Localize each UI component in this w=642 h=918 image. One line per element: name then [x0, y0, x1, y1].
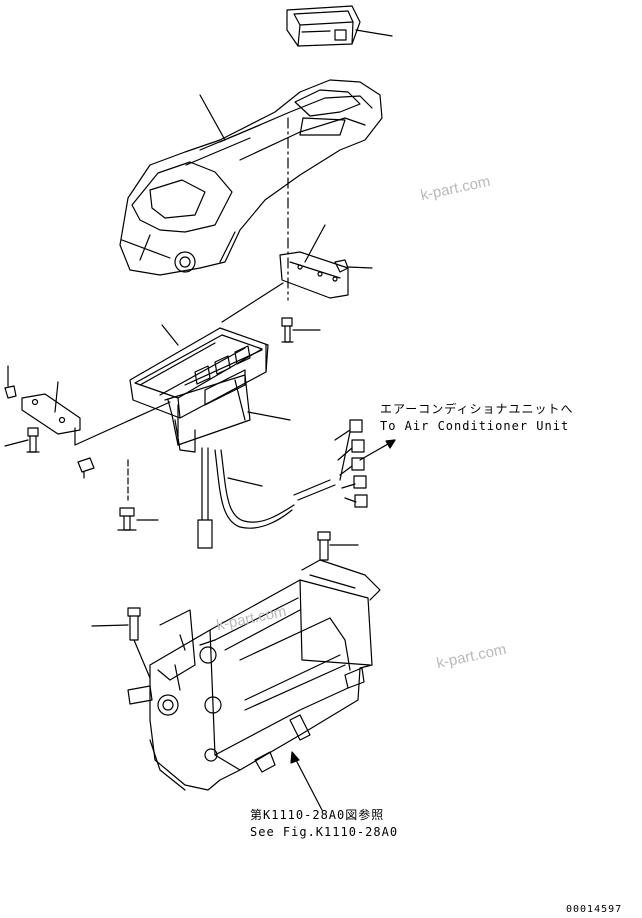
- seefig-label-jp: 第K1110-28A0図参照: [250, 808, 385, 822]
- aircon-label-jp: エアーコンディショナユニットへ: [380, 402, 574, 416]
- assembly-line: [221, 282, 284, 323]
- bracket-right: [279, 251, 349, 299]
- leader-line-cup-holder: [355, 29, 393, 37]
- console-frame: [127, 559, 381, 791]
- arrow-seefig: [290, 751, 323, 811]
- console-cover: [119, 79, 383, 276]
- seefig-label-en: See Fig.K1110-28A0: [250, 825, 399, 839]
- serial-number: 00014597: [566, 904, 623, 915]
- control-panel: [129, 327, 269, 419]
- connector-group: [334, 419, 368, 508]
- clip-right: [334, 259, 349, 273]
- leader-line-bracket-right: [304, 224, 326, 263]
- aircon-label-en: To Air Conditioner Unit: [380, 419, 570, 433]
- assembly-line-left: [74, 401, 171, 446]
- sensor-rod: [197, 447, 213, 549]
- screw-panel: [281, 317, 294, 343]
- panel-body: [164, 374, 251, 453]
- bolt-frame: [317, 531, 331, 561]
- leader-line-panel-body: [247, 411, 291, 421]
- bolt-left: [127, 607, 151, 679]
- screw-left: [26, 427, 40, 453]
- wire-harness: [214, 449, 336, 529]
- leader-line-screw-left: [4, 439, 29, 447]
- leader-line-control-panel: [161, 324, 179, 346]
- leader-line-bracket-left: [54, 381, 59, 413]
- bracket-left: [21, 393, 81, 435]
- clip-left-bottom: [77, 457, 95, 479]
- leader-line-bolt-left: [91, 624, 129, 627]
- screw-bottom: [117, 459, 137, 531]
- cup-holder-tray: [286, 5, 361, 47]
- leader-line-clip-right: [347, 266, 373, 269]
- arrow-aircon: [359, 439, 396, 461]
- leader-line-wire-harness: [227, 477, 263, 487]
- leader-line-console-cover: [199, 94, 226, 141]
- clip-left-top: [4, 385, 17, 399]
